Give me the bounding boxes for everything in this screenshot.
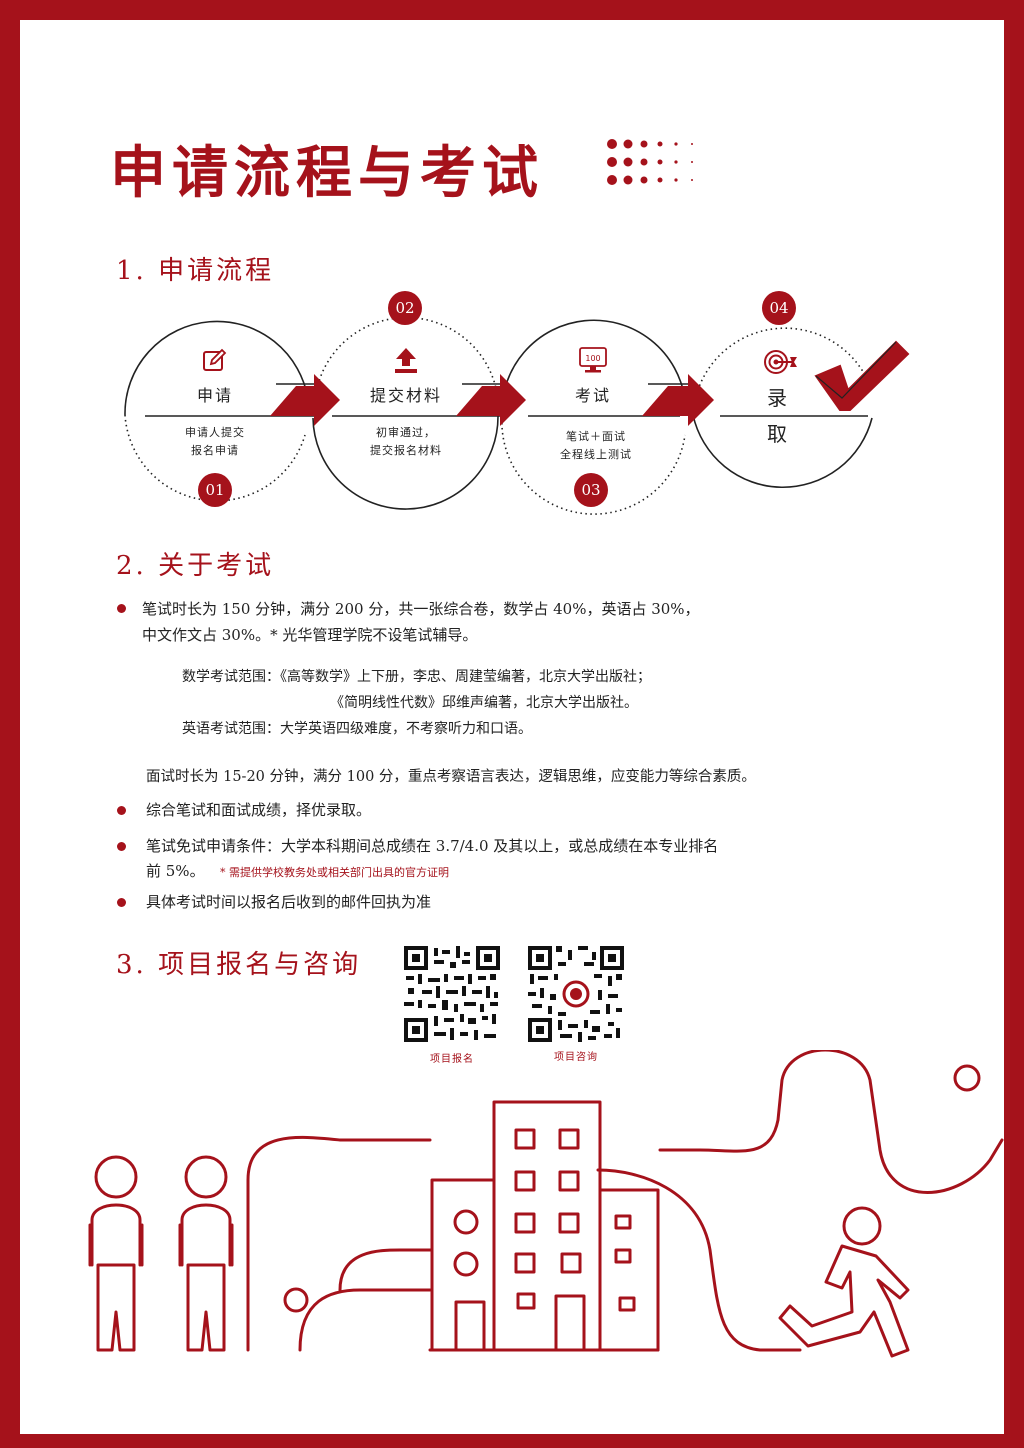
section-heading-exam: 2. 关于考试: [116, 551, 275, 581]
decorative-dots: [607, 139, 693, 185]
bullet: [117, 898, 126, 907]
step-desc-line: 提交报名材料: [370, 444, 442, 457]
exam-monitor-icon: 100: [579, 347, 607, 373]
step-badge-04: 04: [762, 291, 796, 325]
qr-label-register: 项目报名: [430, 1054, 474, 1065]
step-title-apply: 申请: [196, 386, 233, 405]
step-desc-line: 笔试＋面试: [566, 430, 626, 443]
qr-label-consult: 项目咨询: [554, 1052, 598, 1063]
step-badge-01: 01: [198, 473, 232, 507]
step-desc-apply: 申请人提交 报名申请: [160, 424, 270, 460]
math-scope-line-1: 数学考试范围：《高等数学》上下册，李忠、周建莹编著，北京大学出版社；: [182, 669, 651, 685]
section-heading-process: 1. 申请流程: [116, 256, 275, 286]
process-diagram: [124, 316, 910, 515]
step-title-admit-2: 取: [767, 422, 789, 446]
step-badge-03: 03: [574, 473, 608, 507]
step-desc-line: 全程线上测试: [560, 448, 632, 461]
english-scope-line: 英语考试范围：大学英语四级难度，不考察听力和口语。: [182, 721, 532, 737]
step-desc-exam: 笔试＋面试 全程线上测试: [538, 428, 654, 464]
target-icon: [764, 350, 797, 374]
exam-selection-line: 综合笔试和面试成绩，择优录取。: [146, 801, 372, 819]
edit-icon: [203, 348, 227, 371]
page-title: 申请流程与考试: [110, 140, 544, 206]
step-desc-submit: 初审通过， 提交报名材料: [348, 424, 464, 460]
qr-code-register[interactable]: [404, 946, 500, 1042]
exam-written-line-2: 中文作文占 30%。* 光华管理学院不设笔试辅导。: [142, 626, 478, 644]
exemption-line-2: 前 5%。: [146, 862, 205, 880]
exam-time-note: 具体考试时间以报名后收到的邮件回执为准: [146, 893, 432, 911]
step-desc-line: 报名申请: [191, 444, 239, 457]
bullet: [117, 842, 126, 851]
bullet: [117, 604, 126, 613]
step-badge-02: 02: [388, 291, 422, 325]
bullet: [117, 806, 126, 815]
qr-code-consult[interactable]: [528, 946, 624, 1042]
exemption-line-1: 笔试免试申请条件：大学本科期间总成绩在 3.7/4.0 及其以上，或总成绩在本专…: [146, 837, 719, 855]
city-illustration: [88, 1050, 1004, 1358]
exemption-note: * 需提供学校教务处或相关部门出具的官方证明: [220, 866, 449, 879]
step-title-admit-1: 录: [767, 386, 789, 410]
upload-icon: [395, 348, 417, 373]
section-heading-register: 3. 项目报名与咨询: [116, 950, 362, 980]
interview-line: 面试时长为 15-20 分钟，满分 100 分，重点考察语言表达，逻辑思维，应变…: [146, 769, 756, 785]
step-desc-line: 申请人提交: [185, 426, 245, 439]
exam-written-line-1: 笔试时长为 150 分钟，满分 200 分，共一张综合卷，数学占 40%，英语占…: [142, 600, 700, 618]
monitor-score: 100: [585, 354, 600, 363]
step-title-submit: 提交材料: [369, 386, 442, 405]
math-scope-line-2: 《简明线性代数》邱维声编著，北京大学出版社。: [330, 695, 638, 711]
step-title-exam: 考试: [574, 386, 611, 405]
step-desc-line: 初审通过，: [376, 426, 436, 439]
